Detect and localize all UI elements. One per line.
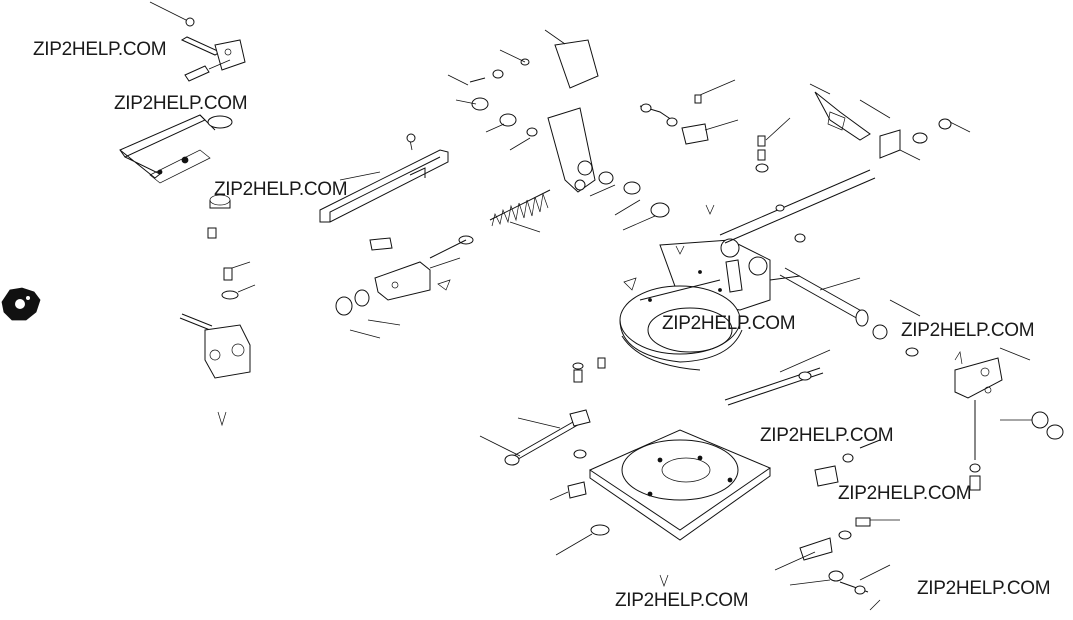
lower-right-hardware — [774, 439, 881, 595]
watermark-text: ZIP2HELP.COM — [917, 578, 1051, 599]
upper-right-brackets — [639, 91, 971, 173]
channel-rail — [319, 133, 449, 223]
watermark-text: ZIP2HELP.COM — [760, 425, 894, 446]
watermark-text: ZIP2HELP.COM — [214, 179, 348, 200]
leader-lines — [429, 29, 1032, 611]
watermark-text: ZIP2HELP.COM — [615, 590, 749, 611]
watermark-text: ZIP2HELP.COM — [33, 39, 167, 60]
watermark-text: ZIP2HELP.COM — [901, 320, 1035, 341]
link-and-spring-group — [429, 39, 670, 259]
clevis-bracket-group — [179, 313, 251, 427]
watermark-text: ZIP2HELP.COM — [662, 313, 796, 334]
lower-bracket-group — [335, 237, 451, 339]
top-left-bracket-group — [149, 1, 246, 82]
base-plate — [588, 429, 772, 588]
right-bracket-group — [724, 351, 1064, 491]
turntable-ring — [619, 270, 743, 371]
watermark-text: ZIP2HELP.COM — [114, 93, 248, 114]
gear-icon — [1, 287, 41, 321]
watermark-text: ZIP2HELP.COM — [838, 483, 972, 504]
lower-pins-group — [479, 357, 610, 556]
tray-frame-group — [119, 114, 256, 300]
